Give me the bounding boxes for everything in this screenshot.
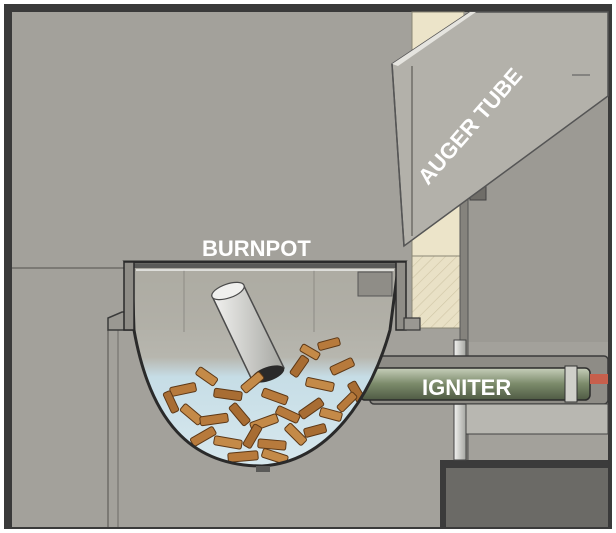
auger-tube: AUGER TUBE — [391, 11, 609, 248]
igniter-sleeve-bottom — [465, 403, 609, 435]
lower-right-insert — [446, 468, 608, 527]
igniter-rod: IGNITER — [359, 365, 608, 403]
firebrick-hatched — [411, 255, 465, 329]
burnpot-right-bracket — [403, 317, 421, 331]
pellet-pile — [162, 337, 366, 465]
pellet-chute-pipe — [210, 281, 286, 383]
burnpot: BURNPOT — [122, 236, 408, 472]
burnpot-label: BURNPOT — [202, 236, 311, 261]
igniter-label: IGNITER — [422, 375, 511, 400]
burnpot-vent-block — [357, 271, 393, 297]
